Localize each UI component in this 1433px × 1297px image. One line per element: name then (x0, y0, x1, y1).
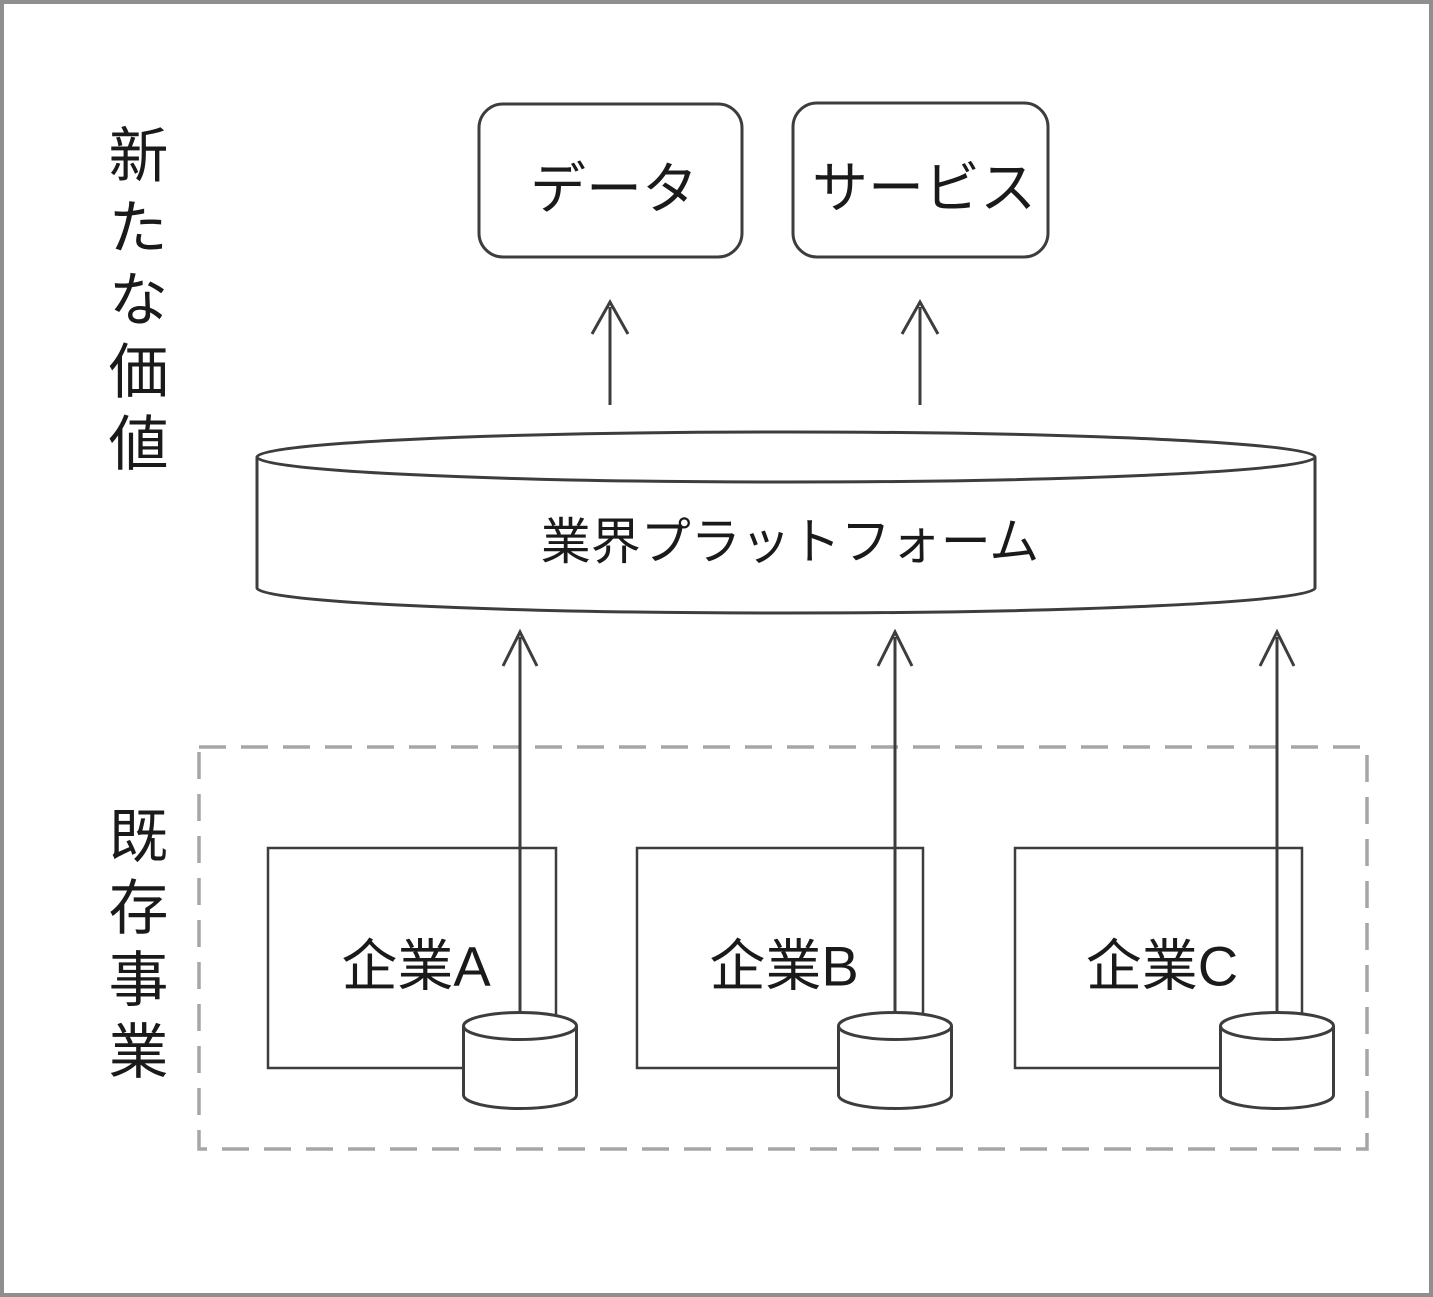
platform-to-output-arrows (590, 298, 940, 405)
database-cylinder-icon-b (837, 1026, 953, 1110)
database-cylinder-icon-a (462, 1026, 578, 1110)
arrow-head-data (590, 298, 630, 335)
company-a-label: 企業A (341, 934, 491, 998)
arrow-head-company-a (501, 628, 539, 667)
existing-business-dashed-border (197, 745, 1369, 1151)
data-box (477, 102, 744, 259)
database-cylinder-icon-c (1219, 1026, 1335, 1110)
arrow-head-company-b (876, 628, 914, 667)
company-c-label: 企業C (1085, 934, 1239, 998)
company-to-platform-arrows (501, 628, 1296, 1016)
arrow-head-company-c (1258, 628, 1296, 667)
company-b-label: 企業B (709, 934, 859, 998)
platform-cylinder-top (255, 430, 1317, 484)
diagram-shapes (197, 101, 1369, 1151)
arrow-head-service (900, 298, 940, 335)
database-cylinder-top-c (1219, 1011, 1335, 1041)
left-label-new-value: 新たな価値 (100, 124, 167, 484)
service-box-label: サービス (812, 156, 1036, 220)
service-box (791, 101, 1050, 259)
platform-cylinder-body (255, 457, 1317, 615)
database-cylinder-top-a (462, 1011, 578, 1041)
data-box-label: データ (530, 157, 698, 221)
platform-cylinder (255, 430, 1317, 615)
database-cylinder-top-b (837, 1011, 953, 1041)
database-cylinders (462, 1011, 1335, 1110)
platform-label: 業界プラットフォーム (540, 514, 1040, 570)
left-label-existing-business: 既存事業 (100, 804, 167, 1092)
